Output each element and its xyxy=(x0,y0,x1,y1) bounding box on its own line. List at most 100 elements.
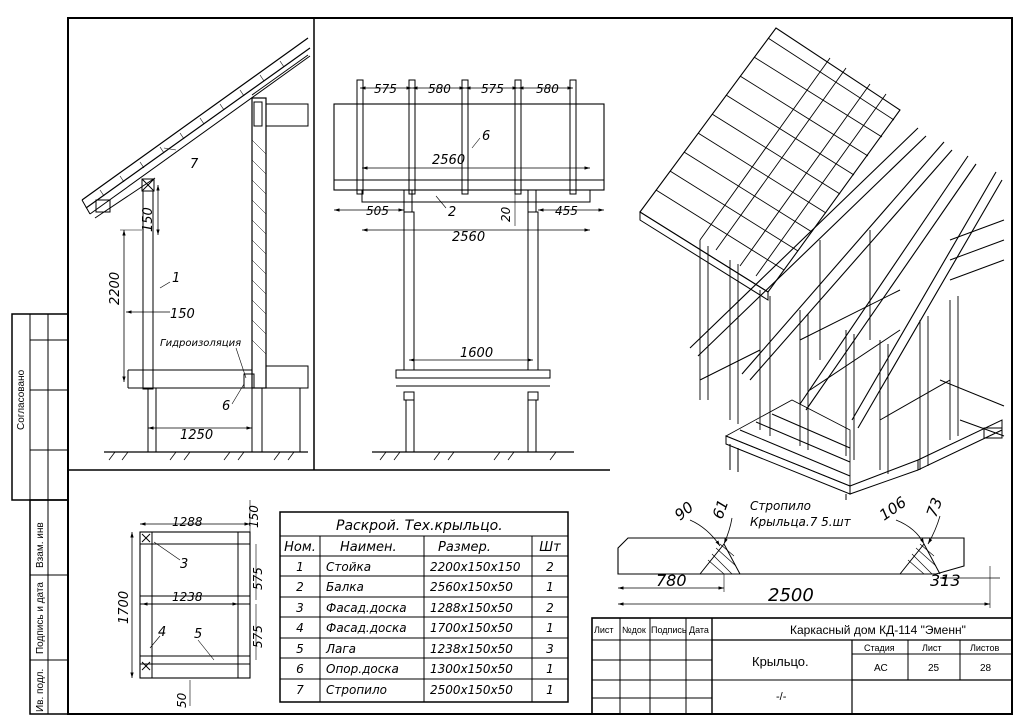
side-dim-2200: 2200 xyxy=(108,272,123,305)
cutting-table xyxy=(279,511,569,703)
table-cell: Фасад.доска xyxy=(326,621,407,635)
table-cell: 1 xyxy=(546,683,554,697)
sheets-value: 28 xyxy=(980,663,992,674)
plan-view xyxy=(130,500,257,706)
front-dim-505: 505 xyxy=(366,204,389,218)
sheets-label: Листов xyxy=(970,643,999,653)
orig-inv-label: Ив. подл. xyxy=(35,669,46,712)
sheet-title: Крыльцо. xyxy=(752,654,809,669)
table-cell: 1 xyxy=(546,621,554,635)
front-dim-2560-upper: 2560 xyxy=(432,153,465,168)
plan-dim-575-lower: 575 xyxy=(251,625,265,648)
sheet-label: Лист xyxy=(922,643,942,653)
plan-callout-3: 3 xyxy=(180,557,188,572)
table-cell: 1 xyxy=(546,580,554,594)
table-cell: 7 xyxy=(296,683,304,697)
table-cell: Фасад.доска xyxy=(326,601,407,615)
stage-label: Стадия xyxy=(864,643,895,653)
front-top-dim-1: 575 xyxy=(374,82,397,96)
table-cell: Лага xyxy=(325,642,356,656)
table-cell: 2560х150х50 xyxy=(430,580,513,594)
table-cell: 2500х150х50 xyxy=(430,683,513,697)
table-cell: Стропило xyxy=(326,683,387,697)
front-dim-20: 20 xyxy=(499,206,513,222)
table-cell: 3 xyxy=(296,601,304,615)
rafter-caption-1: Стропило xyxy=(750,499,811,513)
front-top-dim-2: 580 xyxy=(428,82,451,96)
plan-callout-5: 5 xyxy=(194,627,202,642)
title-block xyxy=(591,617,1013,715)
plan-dim-1238: 1238 xyxy=(172,590,203,604)
front-view xyxy=(333,79,605,461)
rafter-dim-313: 313 xyxy=(930,571,961,590)
rev-header-sign: Подпись xyxy=(651,625,687,635)
front-top-dim-3: 575 xyxy=(481,82,504,96)
waterproofing-label: Гидроизоляция xyxy=(160,338,241,349)
front-dim-1600: 1600 xyxy=(460,346,493,361)
table-cell: 5 xyxy=(296,642,304,656)
rafter-dim-2500: 2500 xyxy=(768,585,814,606)
table-header-cell: Шт xyxy=(539,540,561,555)
table-cell: Опор.доска xyxy=(326,662,399,676)
table-cell: 2 xyxy=(296,580,304,594)
rafter-dim-780: 780 xyxy=(656,571,687,590)
side-callout-7: 7 xyxy=(190,157,199,172)
outer-frame xyxy=(67,17,1013,715)
rev-header-date: Дата xyxy=(689,625,709,635)
sign-date-label: Подпись и дата xyxy=(35,582,46,654)
plan-dim-1288: 1288 xyxy=(172,515,203,529)
table-header-cell: Размер. xyxy=(438,540,491,555)
table-cell: Балка xyxy=(326,580,364,594)
stage-value: АС xyxy=(874,663,888,674)
table-header-cell: Ном. xyxy=(284,540,316,555)
sheet-value: 25 xyxy=(928,663,940,674)
table-cell: 1700х150х50 xyxy=(430,621,513,635)
side-dim-150: 150 xyxy=(170,307,195,322)
table-cell: 1 xyxy=(546,662,554,676)
front-callout-2: 2 xyxy=(448,205,456,220)
table-header-cell: Наимен. xyxy=(340,540,397,555)
rafter-dim-73: 73 xyxy=(923,495,946,519)
rafter-caption-2: Крыльца.7 5.шт xyxy=(750,515,852,529)
side-dim-1250: 1250 xyxy=(180,428,213,443)
title-extra: -/- xyxy=(776,691,787,703)
table-cell: 6 xyxy=(296,662,304,676)
table-cell: Стойка xyxy=(326,560,371,574)
table-cell: 3 xyxy=(546,642,554,656)
front-top-dim-4: 580 xyxy=(536,82,559,96)
plan-dim-575-upper: 575 xyxy=(251,567,265,590)
table-cell: 1300х150х50 xyxy=(430,662,513,676)
rafter-dim-90: 90 xyxy=(671,498,697,524)
table-cell: 1238х150х50 xyxy=(430,642,513,656)
agreed-label: Согласовано xyxy=(16,369,27,430)
plan-dim-150: 150 xyxy=(247,505,261,528)
rafter-dim-61: 61 xyxy=(709,497,732,521)
table-cell: 2200х150х150 xyxy=(430,560,521,574)
cutting-table-title: Раскрой. Тех.крыльцо. xyxy=(336,518,503,534)
rev-header-doc: №док xyxy=(622,625,646,635)
front-dim-455: 455 xyxy=(555,204,578,218)
cutting-table-cells: Ном. Наимен. Размер. Шт 1 Стойка 2200х150х150 2… xyxy=(284,540,561,697)
table-cell: 2 xyxy=(546,560,554,574)
table-cell: 2 xyxy=(546,601,554,615)
plan-dim-1700: 1700 xyxy=(117,591,132,624)
left-strip: Согласовано Взам. инв Подпись и дата Ив.… xyxy=(11,313,69,715)
front-callout-6: 6 xyxy=(482,129,490,144)
inv-label: Взам. инв xyxy=(35,522,46,568)
isometric-frame-view xyxy=(639,27,1005,500)
side-view xyxy=(81,37,311,461)
rev-header-sheet: Лист xyxy=(594,625,614,635)
table-cell: 4 xyxy=(296,621,304,635)
side-callout-1: 1 xyxy=(172,271,180,286)
table-cell: 1288х150х50 xyxy=(430,601,513,615)
front-dim-2560-lower: 2560 xyxy=(452,230,485,245)
plan-callout-4: 4 xyxy=(158,625,166,640)
plan-dim-50: 50 xyxy=(175,692,189,708)
rafter-dim-106: 106 xyxy=(876,493,910,524)
rafter-detail xyxy=(617,515,1000,608)
side-callout-6: 6 xyxy=(222,399,230,414)
side-dim-150-top: 150 xyxy=(141,207,156,232)
project-title: Каркасный дом КД-114 "Эменн" xyxy=(790,623,966,637)
table-cell: 1 xyxy=(296,560,304,574)
